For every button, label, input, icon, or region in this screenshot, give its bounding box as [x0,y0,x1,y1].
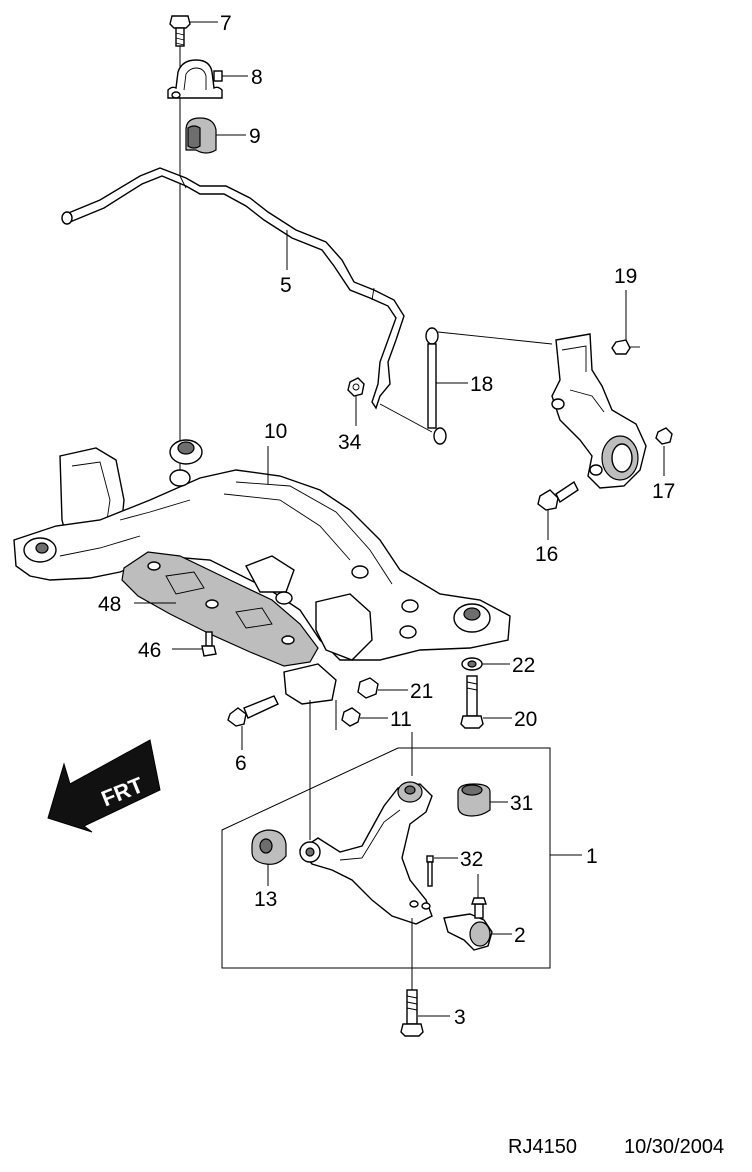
callout-20: 20 [514,708,537,731]
bolt-20 [460,675,484,729]
callout-46: 46 [138,639,161,662]
callout-9: 9 [249,125,261,148]
stabilizer-link-18 [379,327,553,445]
callout-22: 22 [512,654,535,677]
splash-shield-48 [121,551,319,667]
nut-19 [611,339,640,355]
bushing-31 [457,783,491,817]
nut-11 [341,707,361,727]
washer-22 [461,657,483,671]
callout-13: 13 [254,888,277,911]
callout-48: 48 [98,593,121,616]
front-direction-arrow: FRT [47,739,161,833]
control-arm-box [221,747,551,969]
screw-46 [201,631,217,657]
callout-31: 31 [510,792,533,815]
callout-11: 11 [390,708,412,731]
callout-5: 5 [280,274,292,297]
callout-3: 3 [454,1006,466,1029]
nut-17 [655,427,673,445]
drawing-code: RJ4150 [508,1136,577,1158]
drawing-date: 10/30/2004 [624,1136,724,1158]
bushing-13 [251,829,287,865]
callout-34: 34 [338,431,362,454]
nut-21 [357,677,379,699]
callout-16: 16 [535,543,558,566]
callout-7: 7 [220,12,232,35]
bolt-7 [169,15,191,47]
bracket-8 [167,59,223,99]
callout-10: 10 [264,420,287,443]
steering-knuckle [551,333,647,489]
bolt-3 [400,989,424,1037]
callout-21: 21 [410,680,433,703]
bolt-32 [426,855,434,887]
bushing-9 [185,117,217,154]
lower-control-arm [298,781,433,925]
callout-6: 6 [235,752,247,775]
ball-joint-2 [443,897,493,951]
crossmember-subframe-10 [13,439,511,661]
callout-1: 1 [586,845,598,868]
nut-34 [347,377,365,397]
rear-bracket [283,663,337,705]
callout-18: 18 [470,373,493,396]
callout-2: 2 [514,924,526,947]
callout-32: 32 [460,848,483,871]
bolt-16 [537,480,579,511]
callout-19: 19 [614,265,637,288]
bolt-6 [227,695,279,727]
callout-8: 8 [251,66,263,89]
stabilizer-bar-5 [61,167,405,410]
callout-17: 17 [652,480,675,503]
